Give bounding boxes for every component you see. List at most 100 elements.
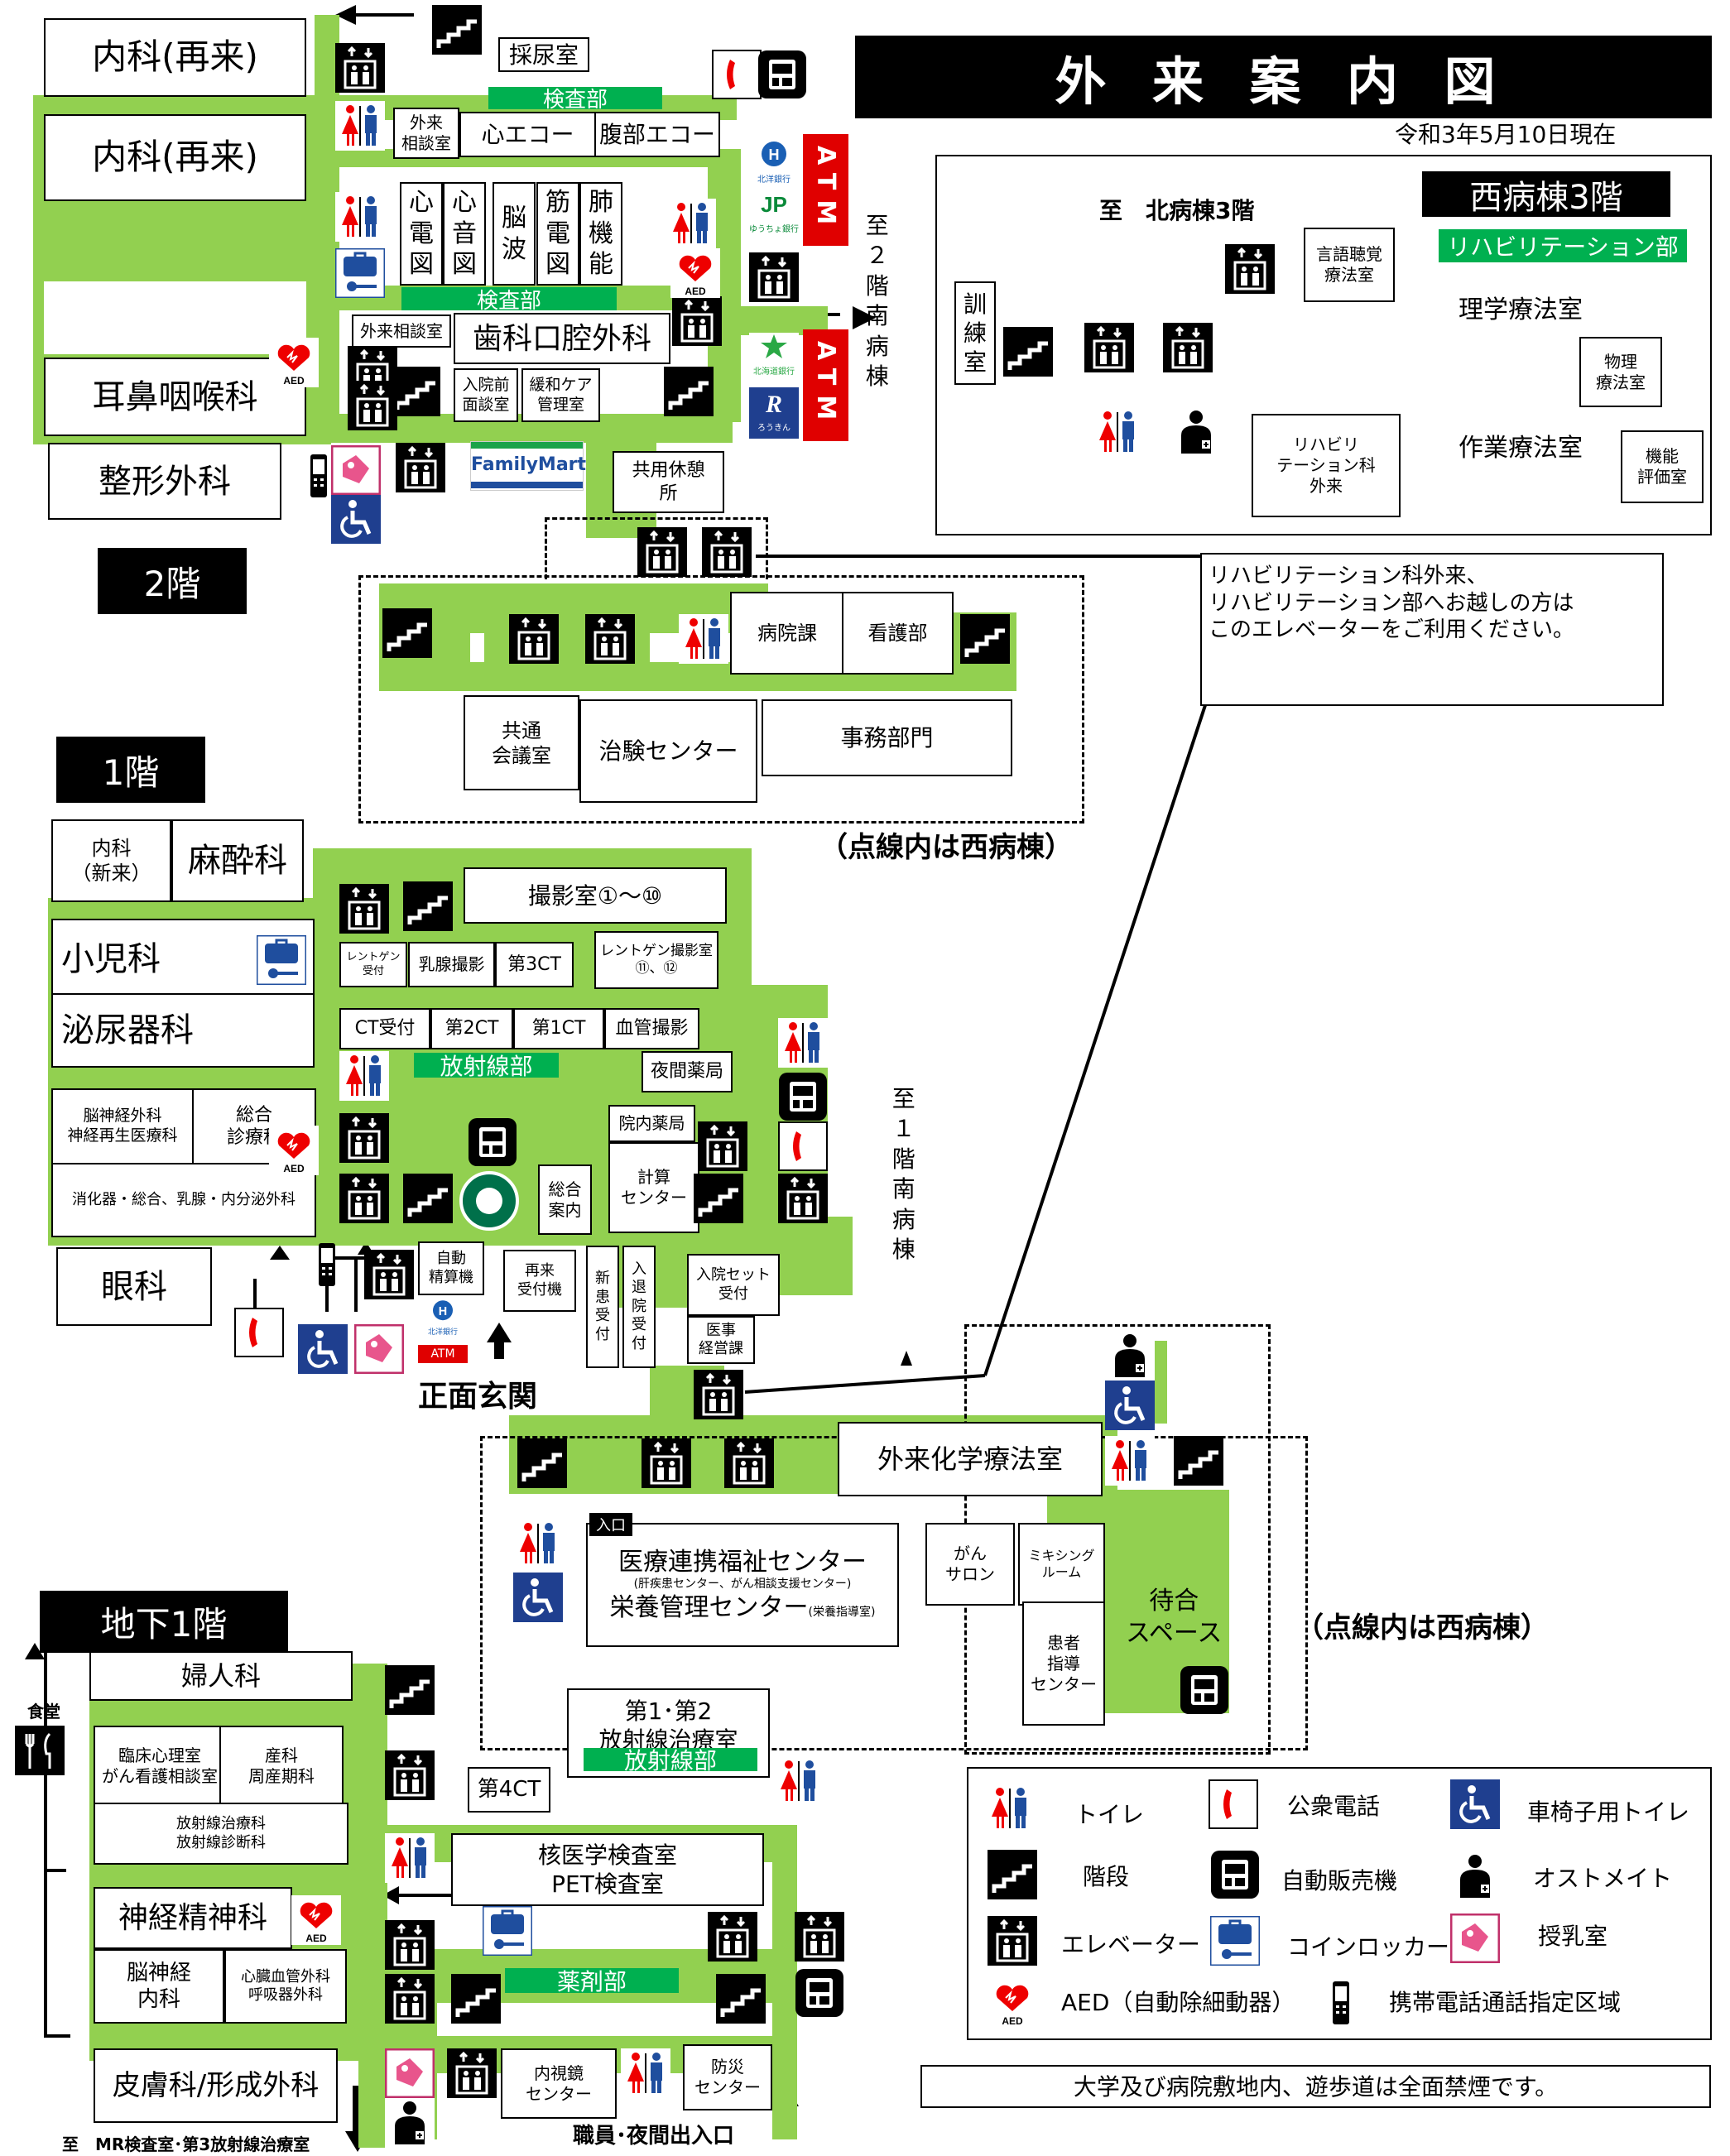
- room-seikei: 整形外科: [48, 443, 281, 520]
- room-kinden: 筋 電 図: [536, 182, 579, 286]
- vending-icon: [778, 1072, 828, 1121]
- room-ct3: 第3CT: [495, 942, 574, 987]
- stairs-icon: [960, 614, 1010, 664]
- coin-locker-icon: [257, 935, 306, 985]
- elevator-icon: [447, 2048, 497, 2098]
- toilet-icon: [335, 101, 385, 151]
- aed-icon: [269, 338, 319, 387]
- room-rinshou: 臨床心理室 がん看護相談室: [94, 1726, 226, 1806]
- room-gairai-soudan: 外来 相談室: [393, 108, 459, 159]
- to-north-3f: 至 北病棟3階: [1099, 197, 1255, 224]
- svg-text:H: H: [439, 1305, 447, 1318]
- nursing-room-icon: [385, 2048, 435, 2098]
- elevator-icon: [396, 443, 445, 492]
- elevator-icon: [339, 1113, 389, 1163]
- elevator-icon: [1225, 244, 1275, 294]
- elevator-icon: [1163, 323, 1213, 372]
- room-nyusen: 乳腺撮影: [408, 942, 495, 987]
- legend-phone-icon: [1209, 1779, 1258, 1829]
- legend-nursing: 授乳室: [1538, 1923, 1608, 1950]
- stairs-icon: [391, 367, 440, 416]
- aed-icon: [269, 1126, 319, 1175]
- legend-vending: 自動販売機: [1281, 1867, 1398, 1894]
- floor-label-west3: 西病棟3階: [1422, 171, 1670, 217]
- aed-icon: [291, 1895, 341, 1945]
- svg-text:JP: JP: [761, 192, 787, 217]
- room-shika: 歯科口腔外科: [454, 313, 670, 364]
- room-iryou: 医療連携福祉センター (肝疾患センター、がん相談支援センター) 栄養管理センター…: [586, 1523, 899, 1647]
- legend-phone: 公衆電話: [1287, 1793, 1381, 1820]
- elevator-icon: [385, 1920, 435, 1970]
- elevator-icon: [642, 1438, 691, 1488]
- room-shinden: 心 電 図: [400, 182, 443, 286]
- label-iryou-sub: (肝疾患センター、がん相談支援センター): [633, 1577, 852, 1592]
- date-label: 令和3年5月10日現在: [1395, 121, 1617, 148]
- wheelchair-icon: [513, 1573, 563, 1622]
- legend-ostomate-icon: [1450, 1851, 1500, 1901]
- to-mr: 至 MR検査室･第3放射線治療室: [62, 2134, 310, 2154]
- room-saishin: 再来 受付機: [503, 1250, 576, 1312]
- label-housha-b1: 放射線部: [584, 1747, 757, 1774]
- room-hifu: 皮膚科/形成外科: [94, 2048, 338, 2123]
- atm-2f-2: ATM: [803, 329, 848, 441]
- toilet-icon: [666, 199, 716, 248]
- room-keisan: 計算 センター: [608, 1142, 699, 1233]
- elevator-icon: [778, 1174, 828, 1223]
- ostomate-icon: [1105, 1331, 1155, 1381]
- stairs-icon: [716, 1974, 766, 2024]
- room-machiai: 待合 スペース: [1126, 1587, 1223, 1648]
- room-nyuin-mendan: 入院前 面談室: [454, 368, 518, 422]
- stairs-icon: [382, 608, 432, 658]
- legend-elevator: エレベーター: [1061, 1931, 1201, 1958]
- room-kekkan: 血管撮影: [604, 1008, 699, 1049]
- elevator-icon: [385, 1974, 435, 2024]
- room-ct2: 第2CT: [430, 1008, 513, 1049]
- page-title: 外 来 案 内 図: [855, 36, 1712, 118]
- room-fujin: 婦人科: [89, 1651, 353, 1701]
- bank-logo-hokuyo-1f: H 北洋銀行: [418, 1299, 468, 1337]
- stairs-icon: [664, 367, 714, 416]
- wheelchair-icon: [331, 494, 381, 544]
- toilet-icon: [385, 1833, 435, 1883]
- room-shinkan: 新 患 受 付: [586, 1246, 619, 1368]
- elevator-icon: [348, 381, 397, 430]
- room-shin-echo: 心エコー: [459, 112, 596, 157]
- mobile-phone-icon: [294, 451, 344, 501]
- phone-icon: [234, 1308, 284, 1357]
- label-shokudou: 食堂: [27, 1702, 60, 1721]
- vending-icon: [1180, 1665, 1229, 1715]
- bank-logo-yucho: JP ゆうちょ銀行: [749, 190, 799, 240]
- svg-text:R: R: [765, 391, 782, 417]
- elevator-icon: [708, 1912, 757, 1962]
- west-note-1f: （点線内は西病棟）: [1295, 1611, 1549, 1645]
- room-shouni: 小児科: [51, 919, 315, 1000]
- atm-2f-1: ATM: [803, 134, 848, 246]
- room-shinzou: 心臓血管外科 呼吸器外科: [224, 1949, 347, 2024]
- room-kanwa: 緩和ケア 管理室: [521, 368, 600, 422]
- room-gan: がん サロン: [925, 1523, 1015, 1606]
- legend-aed-icon: [988, 1978, 1037, 2028]
- room-gairai-soudan-2: 外来相談室: [352, 315, 451, 348]
- elevator-icon: [637, 527, 687, 577]
- legend-mobile-icon: [1316, 1978, 1366, 2028]
- legend-toilet-icon: [985, 1784, 1035, 1833]
- legend-stairs-icon: [988, 1850, 1037, 1899]
- familymart-logo: FamilyMart: [470, 441, 586, 491]
- room-satsuei: 撮影室①～⑩: [464, 867, 727, 924]
- room-naishikyou: 内視鏡 センター: [501, 2048, 617, 2119]
- starbucks-logo: [459, 1171, 519, 1231]
- toilet-icon: [621, 2048, 670, 2098]
- callout-elevator: リハビリテーション科外来、 リハビリテーション部へお越しの方は このエレベーター…: [1200, 553, 1664, 706]
- wheelchair-icon: [298, 1324, 348, 1374]
- legend-nursing-icon: [1450, 1914, 1500, 1963]
- room-byouinka: 病院課: [730, 592, 844, 675]
- label-shokuin: 職員･夜間出入口: [573, 2124, 735, 2149]
- elevator-icon: [585, 614, 635, 664]
- room-rigaku: 理学療法室: [1458, 295, 1583, 324]
- room-jidou: 自動 精算機: [418, 1241, 484, 1295]
- elevator-icon: [385, 1750, 435, 1800]
- room-kaku: 核医学検査室 PET検査室: [451, 1833, 764, 1906]
- room-ct4: 第4CT: [468, 1767, 550, 1813]
- elevator-icon: [335, 43, 385, 93]
- coin-locker-icon: [335, 248, 385, 298]
